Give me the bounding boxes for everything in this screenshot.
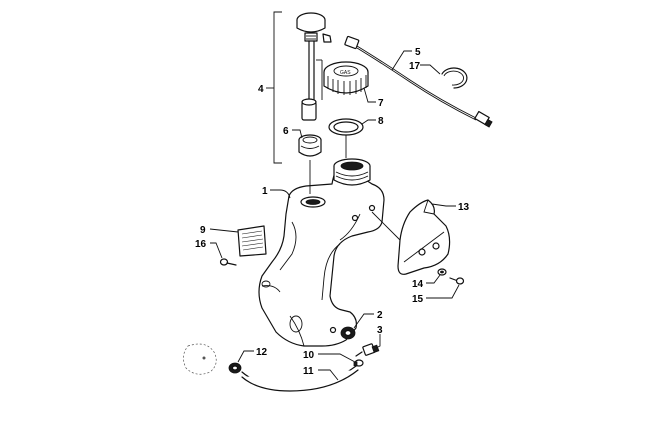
callout-labels: 1 2 3 4 5 6 7 8 9 10 11 12 13 14 15 16 1… bbox=[195, 47, 470, 377]
callout-12: 12 bbox=[256, 347, 268, 358]
callout-13: 13 bbox=[458, 202, 470, 213]
screw-15 bbox=[449, 277, 465, 285]
heat-shield bbox=[397, 199, 451, 275]
callout-8: 8 bbox=[378, 116, 384, 127]
callout-7: 7 bbox=[378, 98, 384, 109]
fuel-level-sender bbox=[296, 12, 326, 121]
callout-2: 2 bbox=[377, 310, 383, 321]
hose-clamp-10 bbox=[353, 359, 364, 367]
callout-3: 3 bbox=[377, 325, 383, 336]
screw-16 bbox=[219, 258, 237, 266]
fuel-hose bbox=[241, 365, 359, 392]
fuel-fitting bbox=[355, 343, 380, 357]
warning-decal bbox=[237, 225, 267, 257]
gas-cap: GAS bbox=[323, 61, 369, 95]
svg-text:GAS: GAS bbox=[340, 70, 351, 76]
hose-clamp bbox=[441, 67, 468, 89]
fuel-tank bbox=[258, 158, 385, 347]
callout-16: 16 bbox=[195, 239, 207, 250]
callout-4: 4 bbox=[258, 84, 264, 95]
callout-14: 14 bbox=[412, 279, 424, 290]
assembly-lines bbox=[309, 135, 347, 194]
callout-9: 9 bbox=[200, 225, 206, 236]
callout-11: 11 bbox=[303, 366, 314, 377]
leader-lines bbox=[209, 50, 460, 381]
cap-gasket bbox=[328, 118, 364, 136]
reference-outline bbox=[183, 343, 217, 375]
callout-5: 5 bbox=[415, 47, 421, 58]
fitting-12 bbox=[228, 362, 242, 374]
sender-grommet bbox=[298, 134, 322, 157]
fuel-outlet-grommet bbox=[340, 326, 356, 340]
wiring-harness bbox=[322, 33, 493, 128]
washer-14 bbox=[437, 268, 447, 276]
callout-6: 6 bbox=[283, 126, 289, 137]
callout-10: 10 bbox=[303, 350, 315, 361]
callout-15: 15 bbox=[412, 294, 424, 305]
callout-1: 1 bbox=[262, 186, 268, 197]
callout-17: 17 bbox=[409, 61, 421, 72]
sender-group-bracket bbox=[266, 11, 282, 164]
